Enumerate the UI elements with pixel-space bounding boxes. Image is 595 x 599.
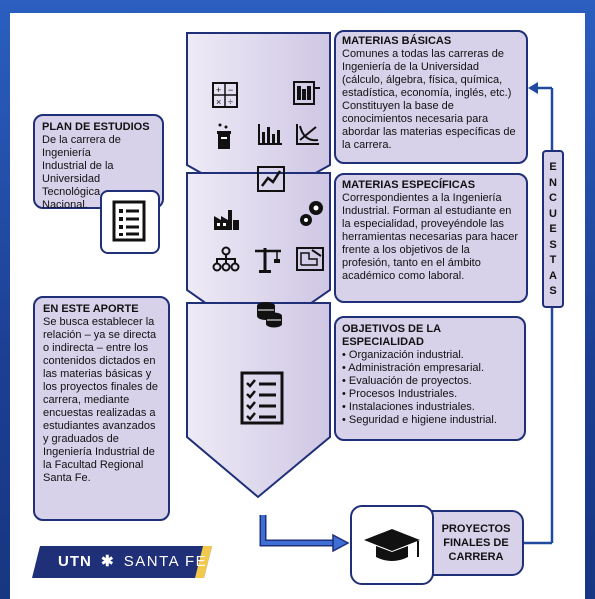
encuestas-box: ENCUESTAS	[542, 150, 564, 308]
logo-stripe	[32, 546, 212, 578]
aporte-title: EN ESTE APORTE	[43, 303, 139, 315]
line-chart-icon	[257, 166, 285, 192]
especificas-title: MATERIAS ESPECÍFICAS	[342, 179, 476, 191]
proyectos-title: PROYECTOS FINALES DE CARRERA	[441, 523, 511, 563]
bar-chart-icon	[258, 124, 282, 145]
objetivos-item: • Administración empresarial.	[342, 362, 485, 374]
logo-santa-fe: SANTA FE	[123, 553, 208, 570]
especificas-box: MATERIAS ESPECÍFICAS Correspondientes a …	[334, 173, 528, 303]
svg-text:÷: ÷	[228, 97, 233, 107]
objetivos-item: • Procesos Industriales.	[342, 388, 458, 400]
crane-icon	[255, 248, 281, 273]
objetivos-item: • Evaluación de proyectos.	[342, 375, 472, 387]
plan-box: PLAN DE ESTUDIOS De la carrera de Ingeni…	[33, 114, 164, 211]
logo-utn: UTN	[58, 553, 92, 570]
gears-icon	[300, 201, 323, 226]
chevron-objetivos	[186, 302, 331, 499]
basicas-box: MATERIAS BÁSICAS Comunes a todas las car…	[334, 30, 528, 164]
svg-text:−: −	[228, 85, 233, 95]
calculator-icon: +− × ÷	[212, 82, 238, 108]
especificas-text: Correspondientes a la Ingeniería Industr…	[342, 192, 519, 282]
svg-text:+: +	[216, 85, 221, 95]
logo-mark-icon: ✱	[101, 553, 115, 570]
objetivos-title: OBJETIVOS DE LA ESPECIALIDAD	[342, 323, 441, 348]
plan-title: PLAN DE ESTUDIOS	[42, 121, 150, 133]
objetivos-item: • Seguridad e higiene industrial.	[342, 414, 497, 426]
objetivos-item: • Instalaciones industriales.	[342, 401, 475, 413]
basicas-title: MATERIAS BÁSICAS	[342, 35, 452, 47]
abacus-icon	[293, 81, 320, 105]
objetivos-box: OBJETIVOS DE LA ESPECIALIDAD • Organizac…	[334, 316, 526, 441]
basicas-text: Comunes a todas las carreras de Ingenier…	[342, 48, 516, 151]
axes-chart-icon	[296, 124, 319, 145]
svg-text:×: ×	[216, 97, 221, 107]
factory-icon	[214, 210, 239, 230]
aporte-text: Se busca establecer la relación – ya se …	[43, 316, 158, 484]
coins-icon	[257, 302, 282, 328]
flask-icon	[217, 123, 231, 149]
aporte-box: EN ESTE APORTE Se busca establecer la re…	[33, 296, 170, 521]
list-icon	[100, 190, 160, 254]
objetivos-item: • Organización industrial.	[342, 349, 464, 361]
plan-text: De la carrera de Ingeniería Industrial d…	[42, 134, 121, 211]
blueprint-icon	[296, 247, 324, 271]
arrow-to-proyectos	[259, 515, 336, 547]
proyectos-box: PROYECTOS FINALES DE CARRERA	[419, 510, 524, 576]
checklist-icon	[240, 371, 284, 425]
utn-logo: UTN ✱ SANTA FE	[58, 550, 207, 574]
org-chart-icon	[212, 246, 240, 272]
encuestas-label: ENCUESTAS	[549, 161, 557, 297]
graduation-cap-icon	[350, 505, 434, 585]
